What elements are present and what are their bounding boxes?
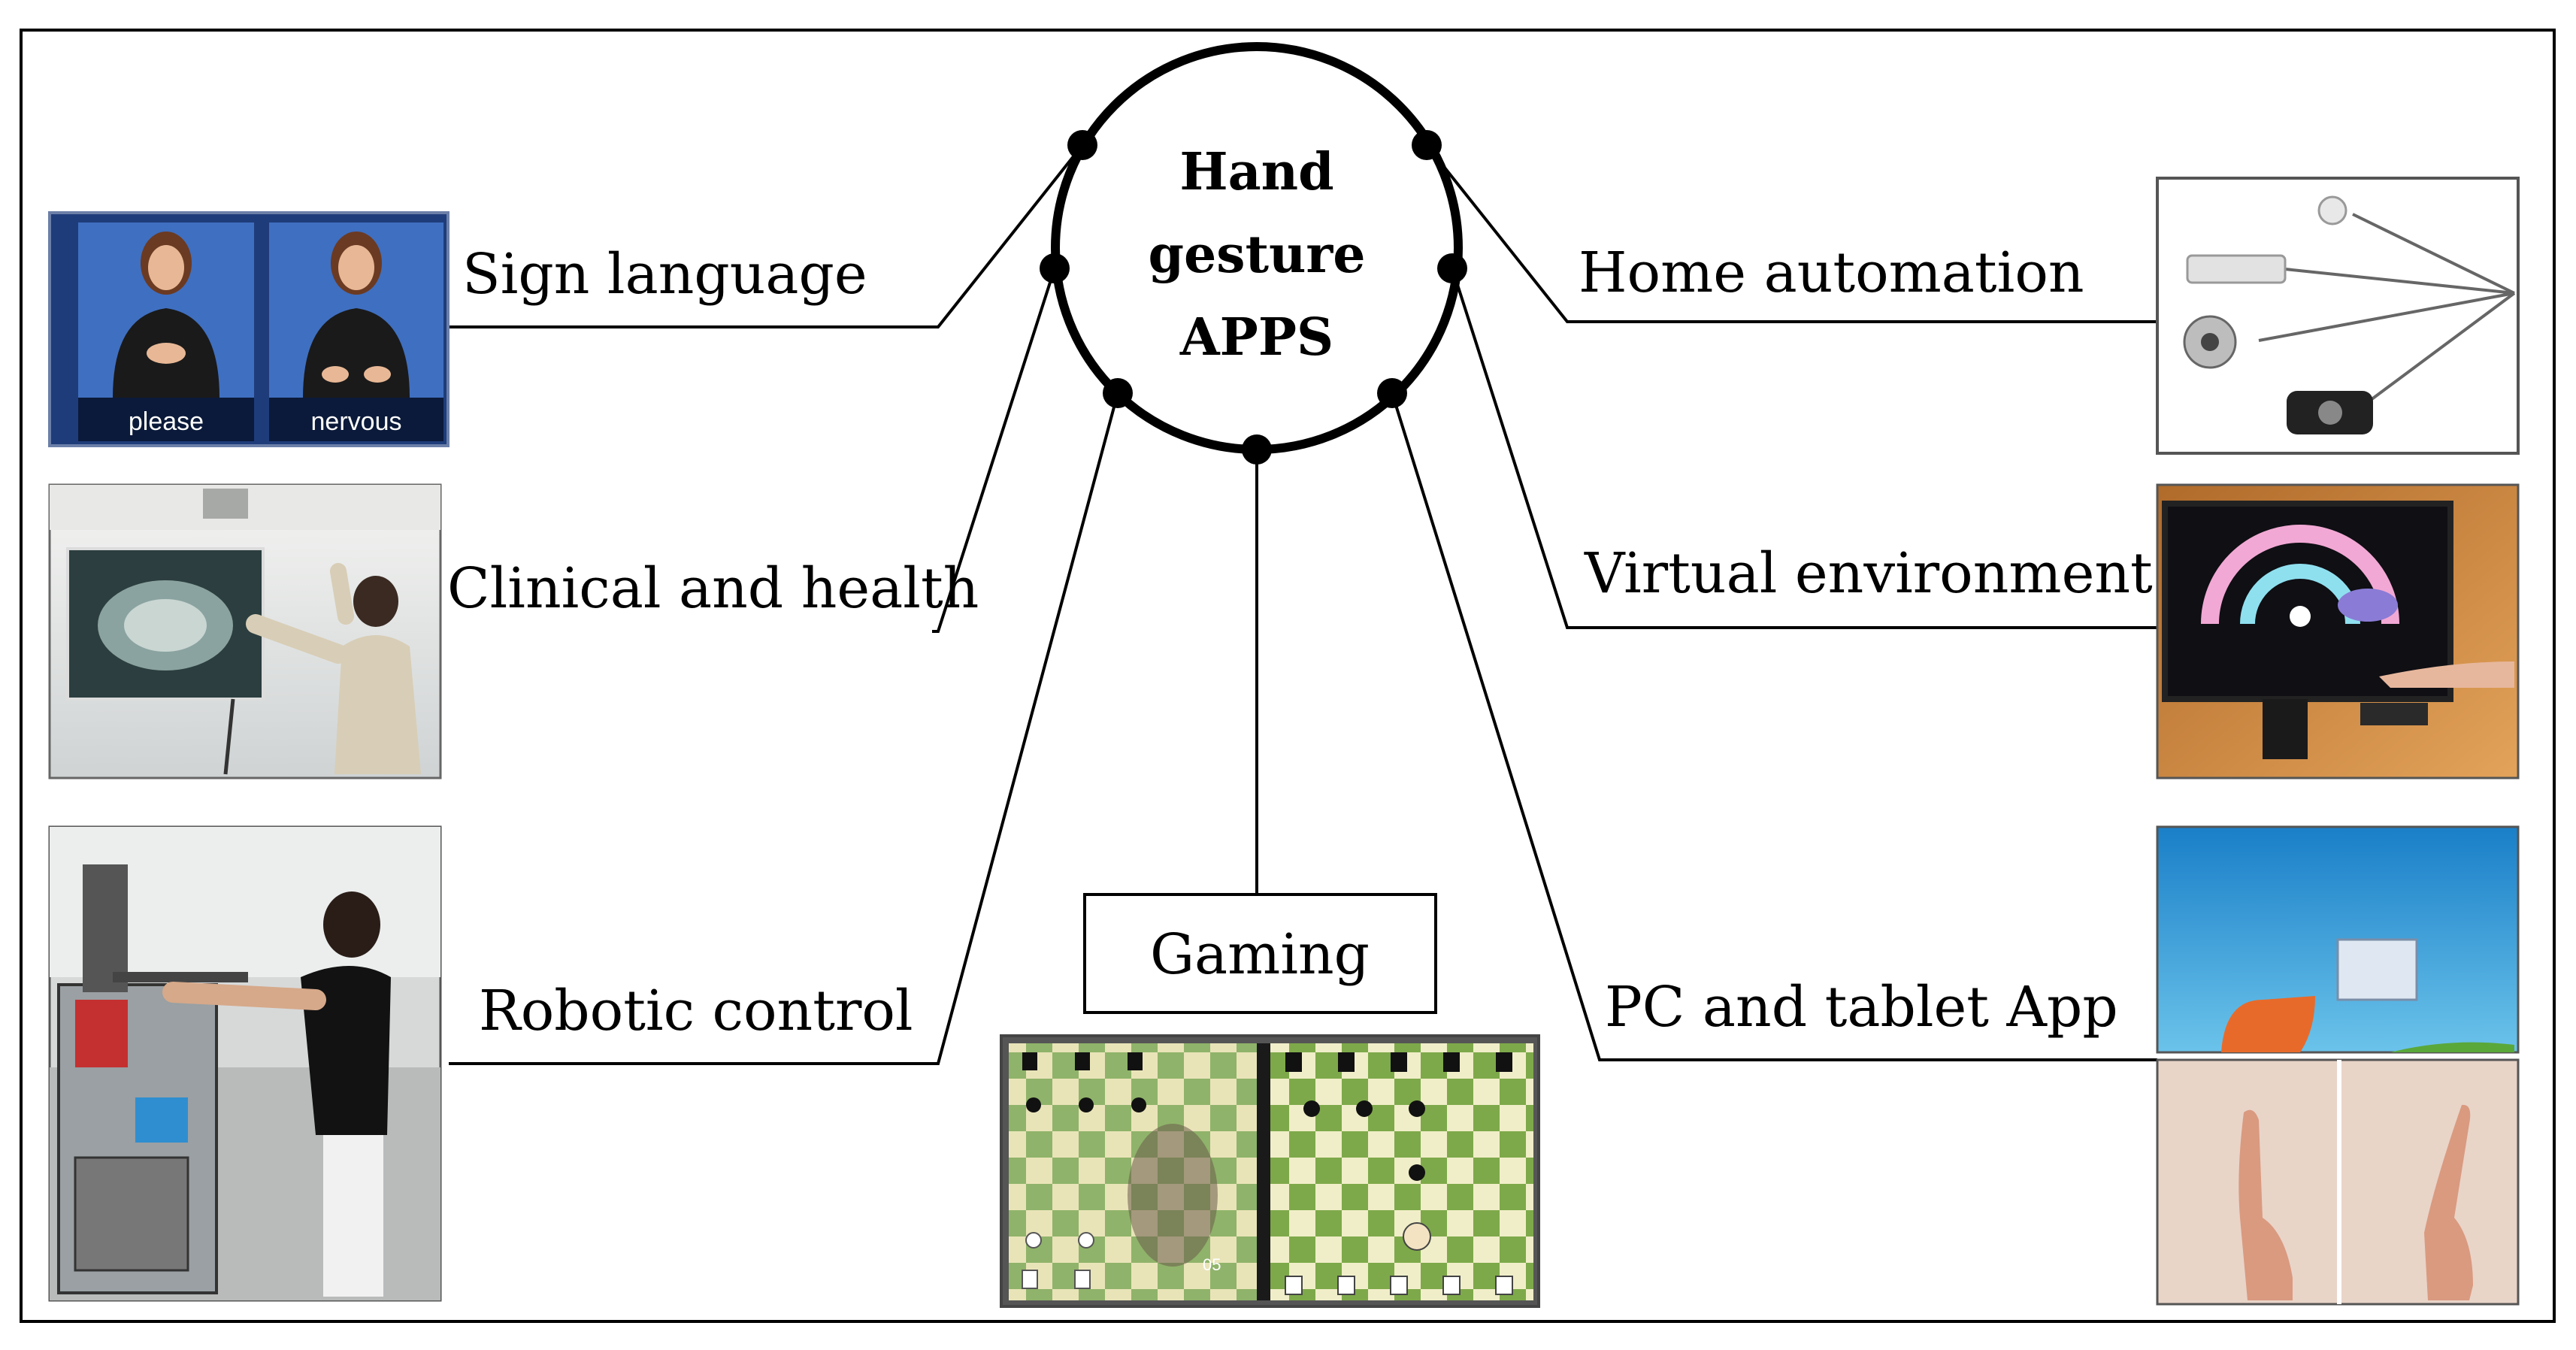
label-clinical: Clinical and health bbox=[447, 556, 979, 621]
label-gaming: Gaming bbox=[1150, 922, 1370, 987]
connector-robotic bbox=[449, 392, 1119, 1065]
clinical-image bbox=[48, 483, 442, 779]
home-automation-image bbox=[2156, 177, 2520, 455]
lightbulb-icon bbox=[2317, 195, 2347, 226]
hub-node bbox=[1067, 130, 1097, 160]
hub-node bbox=[1412, 130, 1442, 160]
air-conditioner-icon bbox=[2186, 254, 2287, 284]
pc-tablet-image bbox=[2156, 825, 2520, 1306]
connectors bbox=[449, 144, 2157, 1065]
hub-node bbox=[1103, 378, 1133, 408]
gaming-box: Gaming bbox=[1083, 893, 1437, 1014]
connector-sign-language bbox=[449, 144, 1084, 328]
hub-node bbox=[1437, 253, 1467, 283]
connector-home bbox=[1425, 144, 2157, 323]
hub-node bbox=[1242, 434, 1272, 465]
center-title-line3: APPS bbox=[1179, 307, 1333, 368]
gaming-overlay-text: 05 bbox=[1203, 1255, 1221, 1274]
center-title-line1: Hand bbox=[1179, 142, 1333, 202]
sign-caption-please: please bbox=[129, 407, 204, 436]
label-virtual: Virtual environment bbox=[1584, 541, 2153, 606]
center-title-line2: gesture bbox=[1148, 225, 1365, 285]
robotic-image bbox=[48, 825, 442, 1302]
connector-pc bbox=[1391, 392, 2157, 1061]
label-home: Home automation bbox=[1579, 241, 2084, 305]
connector-clinical bbox=[932, 268, 1056, 633]
center-hub: Hand gesture APPS bbox=[1040, 42, 1467, 465]
label-sign-language: Sign language bbox=[462, 242, 867, 307]
sign-caption-nervous: nervous bbox=[311, 407, 402, 436]
outer-frame bbox=[20, 29, 2556, 1323]
label-pc: PC and tablet App bbox=[1605, 975, 2118, 1040]
virtual-environment-image bbox=[2156, 483, 2520, 779]
hub-node bbox=[1040, 253, 1070, 283]
gaming-image: 05 bbox=[1000, 1034, 1540, 1308]
label-robotic: Robotic control bbox=[479, 979, 913, 1043]
connector-virtual bbox=[1451, 268, 2157, 629]
hub-node bbox=[1377, 378, 1407, 408]
sign-language-image: please nervous bbox=[48, 211, 450, 447]
